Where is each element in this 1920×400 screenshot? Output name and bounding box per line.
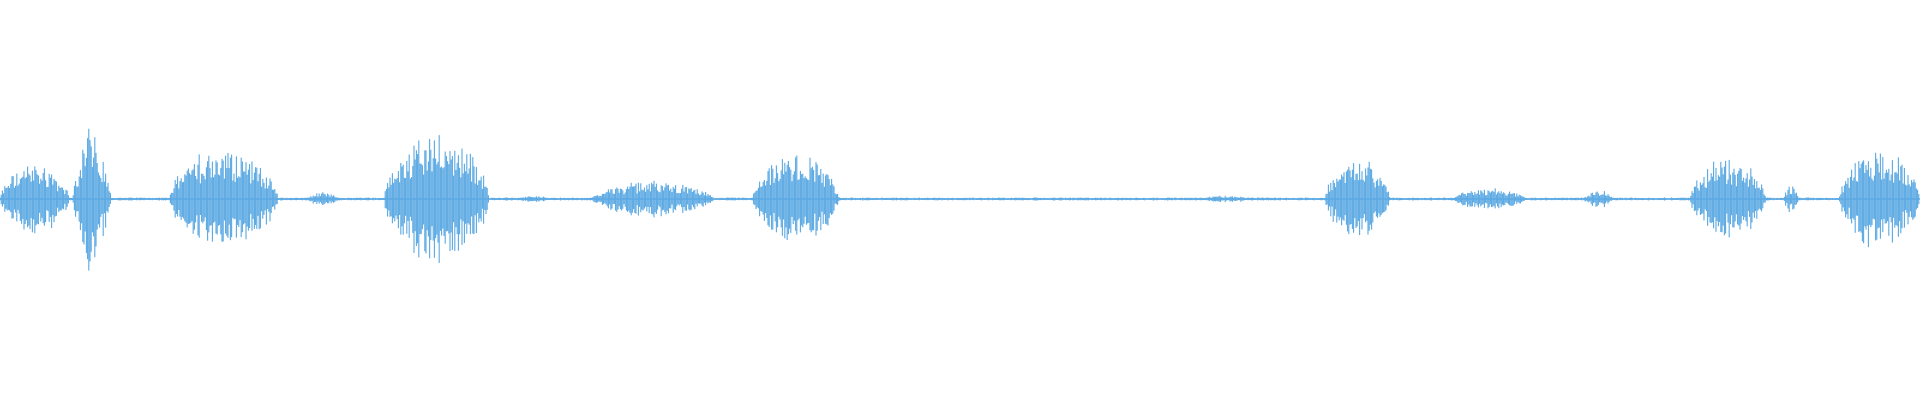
waveform-bars [0, 128, 1920, 271]
